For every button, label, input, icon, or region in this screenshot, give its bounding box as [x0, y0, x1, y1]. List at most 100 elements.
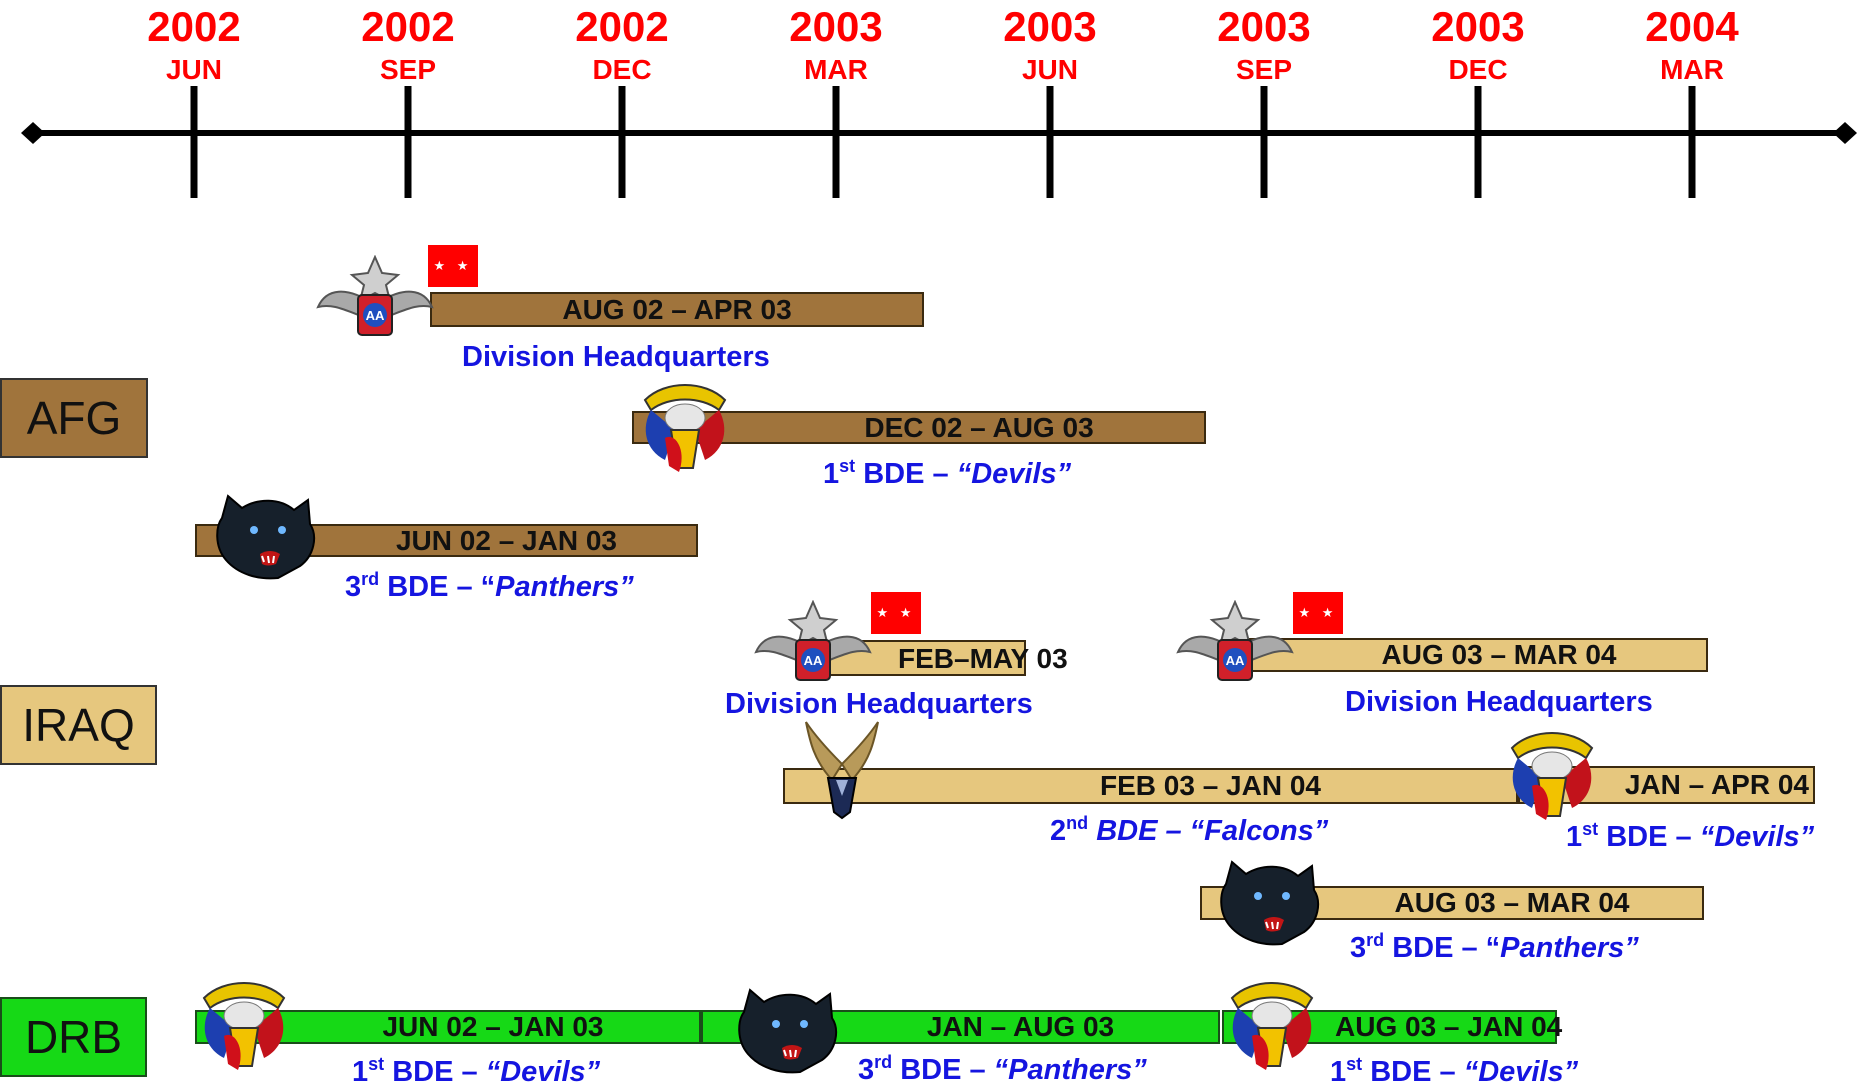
theater-label-drb: DRB [0, 997, 147, 1077]
tick-month-label: SEP [379, 54, 437, 85]
tick-month-label: DEC [1448, 54, 1508, 85]
airborne-wings-icon: AA [316, 255, 434, 336]
unit-nickname: “Devils” [1463, 1056, 1579, 1088]
unit-nickname: “Devils” [485, 1056, 601, 1088]
tick-month-label: JUN [1021, 54, 1078, 85]
unit-label-iraq-2bde: 2nd BDE – “Falcons” [1050, 814, 1329, 847]
tick-month-label: MAR [1660, 54, 1724, 85]
unit-type: BDE – [384, 1056, 486, 1088]
unit-ordinal: st [1346, 1054, 1363, 1074]
tick-month-label: MAR [804, 54, 868, 85]
theater-label-afg: AFG [0, 378, 148, 458]
tick-year-label: 2003 [1003, 3, 1097, 50]
airborne-wings-icon: AA [1176, 600, 1294, 681]
theater-label-iraq: IRAQ [0, 685, 157, 765]
general-flag-icon: ★ ★ [428, 245, 478, 287]
falcon-insignia-icon [805, 721, 879, 820]
unit-nickname: “Devils” [956, 458, 1072, 490]
unit-label-drb-1bde-a: 1st BDE – “Devils” [352, 1055, 601, 1088]
unit-ordinal: rd [361, 569, 380, 589]
deployment-period: FEB 03 – JAN 04 [1100, 770, 1321, 801]
unit-label-iraq-div-hq-1: Division Headquarters [725, 688, 1033, 720]
unit-ordinal: nd [1066, 813, 1089, 833]
unit-label-afg-3bde: 3rd BDE – “Panthers” [345, 570, 634, 603]
svg-text:AA: AA [1226, 653, 1245, 668]
tick-year-label: 2002 [147, 3, 241, 50]
unit-nickname: Panthers” [1500, 932, 1639, 964]
panther-insignia-icon [216, 494, 316, 580]
tick-year-label: 2003 [1431, 3, 1525, 50]
unit-type: BDE – [1598, 821, 1700, 853]
devils-insignia-icon [202, 982, 286, 1070]
unit-label-afg-1bde: 1st BDE – “Devils” [823, 457, 1072, 490]
axis-start-marker [21, 122, 45, 144]
deployment-period: AUG 03 – MAR 04 [1381, 639, 1617, 670]
unit-type: BDE – “ [379, 571, 496, 603]
unit-number: 3 [858, 1054, 875, 1086]
unit-nickname: “Devils” [1699, 821, 1815, 853]
unit-label-iraq-div-hq-2: Division Headquarters [1345, 686, 1653, 718]
deployment-bar-iraq-div-hq-2: AUG 03 – MAR 04 [1230, 638, 1708, 672]
tick-year-label: 2003 [789, 3, 883, 50]
deployment-period: AUG 03 – MAR 04 [1394, 887, 1630, 918]
deployment-period: DEC 02 – AUG 03 [864, 411, 1094, 443]
unit-ordinal: rd [1366, 930, 1385, 950]
tick-year-label: 2002 [575, 3, 669, 50]
unit-nickname: “Panthers” [993, 1054, 1147, 1086]
unit-type: BDE – [855, 458, 957, 490]
unit-label-afg-div-hq: Division Headquarters [462, 341, 770, 373]
unit-nickname: Panthers” [495, 571, 634, 603]
devils-insignia-icon [643, 384, 727, 472]
tick-month-label: JUN [165, 54, 222, 85]
svg-text:AA: AA [366, 308, 385, 323]
deployment-bar-afg-div-hq: AUG 02 – APR 03 [430, 292, 924, 327]
unit-ordinal: st [1582, 819, 1599, 839]
unit-type: BDE – [1362, 1056, 1464, 1088]
devils-insignia-icon [1230, 982, 1314, 1070]
general-flag-icon: ★ ★ [871, 592, 921, 634]
svg-text:AA: AA [804, 653, 823, 668]
panther-insignia-icon [1220, 860, 1320, 946]
unit-label-drb-3bde: 3rd BDE – “Panthers” [858, 1053, 1147, 1086]
deployment-period: JAN – APR 04 [1624, 769, 1809, 800]
deployment-period-iraq-div-hq-1: FEB–MAY 03 [898, 645, 1068, 673]
deployment-period-drb-1bde-b: AUG 03 – JAN 04 [1335, 1013, 1562, 1041]
airborne-wings-icon: AA [754, 600, 872, 681]
unit-nickname: BDE – “Falcons” [1088, 815, 1329, 847]
general-flag-icon: ★ ★ [1293, 592, 1343, 634]
deployment-period: JUN 02 – JAN 03 [382, 1011, 604, 1042]
tick-month-label: SEP [1235, 54, 1293, 85]
unit-number: 3 [345, 571, 362, 603]
unit-label-iraq-3bde: 3rd BDE – “Panthers” [1350, 931, 1639, 964]
deployment-period: AUG 02 – APR 03 [562, 293, 792, 325]
axis-end-marker [1833, 122, 1857, 144]
deployment-bar-afg-1bde: DEC 02 – AUG 03 [632, 411, 1206, 444]
tick-year-label: 2003 [1217, 3, 1311, 50]
unit-number: 1 [1330, 1056, 1347, 1088]
unit-ordinal: rd [874, 1052, 893, 1072]
panther-insignia-icon [738, 988, 838, 1074]
unit-label-drb-1bde-b: 1st BDE – “Devils” [1330, 1055, 1579, 1088]
unit-type: BDE – “ [1384, 932, 1501, 964]
tick-month-label: DEC [592, 54, 652, 85]
period-part: AUG 03 – JAN [1335, 1011, 1524, 1042]
unit-label-iraq-1bde: 1st BDE – “Devils” [1566, 820, 1815, 853]
unit-number: 2 [1050, 815, 1067, 847]
unit-ordinal: st [839, 456, 856, 476]
period-part: Y 03 [1010, 643, 1068, 674]
deployment-period: JUN 02 – JAN 03 [395, 524, 617, 556]
tick-year-label: 2004 [1645, 3, 1739, 50]
unit-number: 1 [352, 1056, 369, 1088]
unit-ordinal: st [368, 1054, 385, 1074]
unit-number: 3 [1350, 932, 1367, 964]
period-part: FEB–MA [898, 643, 1011, 674]
unit-number: 1 [1566, 821, 1583, 853]
unit-number: 1 [823, 458, 840, 490]
devils-insignia-icon [1510, 732, 1594, 820]
unit-type: BDE – [892, 1054, 994, 1086]
tick-year-label: 2002 [361, 3, 455, 50]
period-part: 04 [1523, 1011, 1563, 1042]
deployment-period: JAN – AUG 03 [926, 1011, 1115, 1042]
deployment-bar-iraq-2bde: FEB 03 – JAN 04 [783, 768, 1518, 804]
